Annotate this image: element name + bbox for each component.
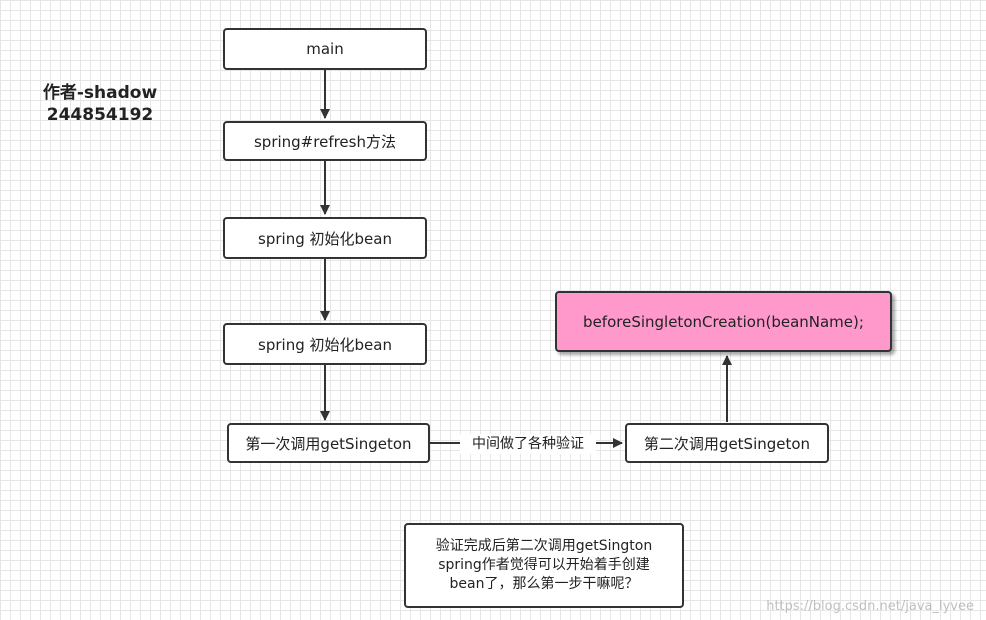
node-init-bean-2[interactable]: spring 初始化bean (223, 323, 427, 365)
node-refresh[interactable]: spring#refresh方法 (223, 121, 427, 161)
watermark: https://blog.csdn.net/java_lyvee (766, 599, 974, 614)
note-line-1: 验证完成后第二次调用getSington (435, 538, 653, 554)
node-first-call-label: 第一次调用getSingeton (245, 434, 412, 453)
node-first-call[interactable]: 第一次调用getSingeton (227, 423, 430, 463)
node-second-call[interactable]: 第二次调用getSingeton (625, 423, 829, 463)
note-line-2: spring作者觉得可以开始着手创建 (438, 557, 650, 573)
node-before-singleton-creation-label: beforeSingletonCreation(beanName); (583, 312, 864, 331)
author-label: 作者-shadow 244854192 (30, 82, 170, 126)
edge-label-validations: 中间做了各种验证 (460, 434, 596, 454)
node-refresh-label: spring#refresh方法 (253, 132, 396, 151)
node-second-call-label: 第二次调用getSingeton (643, 434, 811, 453)
node-init-bean-1-label: spring 初始化bean (258, 229, 392, 248)
node-main[interactable]: main (223, 28, 427, 70)
node-before-singleton-creation[interactable]: beforeSingletonCreation(beanName); (555, 291, 892, 352)
author-id: 244854192 (46, 105, 154, 125)
node-main-label: main (306, 40, 344, 58)
node-init-bean-2-label: spring 初始化bean (258, 335, 392, 354)
author-name: 作者-shadow (42, 83, 158, 103)
note-line-3: bean了，那么第一步干嘛呢？ (449, 576, 639, 592)
node-init-bean-1[interactable]: spring 初始化bean (223, 217, 427, 259)
note-box[interactable]: 验证完成后第二次调用getSington spring作者觉得可以开始着手创建 … (404, 523, 684, 608)
